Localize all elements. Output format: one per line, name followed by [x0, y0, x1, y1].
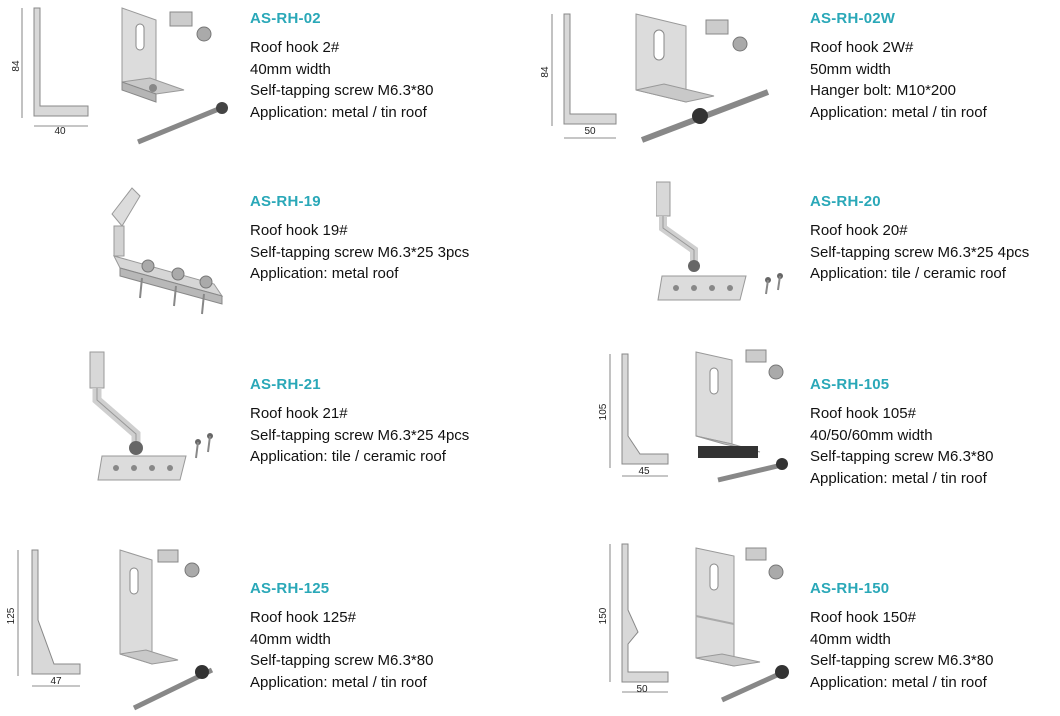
height-label: 84 [540, 66, 551, 78]
hook-photo [695, 349, 788, 483]
product-code: AS-RH-02 [250, 10, 321, 27]
product-line: Roof hook 2W# [810, 39, 914, 56]
product-info: AS-RH-19 Roof hook 19# Self-tapping scre… [250, 193, 469, 285]
product-line: Roof hook 20# [810, 222, 908, 239]
product-line: Application: metal / tin roof [250, 103, 427, 121]
height-label: 84 [11, 60, 22, 72]
hook-photo [695, 547, 790, 703]
product-code: AS-RH-150 [810, 580, 890, 597]
product-line: Roof hook 125# [250, 609, 356, 626]
product-info: AS-RH-125 Roof hook 125# 40mm width Self… [250, 580, 433, 693]
product-line: 40mm width [250, 60, 331, 78]
hook-photo [635, 13, 770, 143]
product-info: AS-RH-02 Roof hook 2# 40mm width Self-ta… [250, 10, 433, 123]
product-code: AS-RH-19 [250, 193, 321, 210]
hook-photo [89, 351, 213, 481]
product-line: Roof hook 21# [250, 405, 348, 422]
product-line: Self-tapping screw M6.3*80 [250, 652, 434, 669]
product-line: 40/50/60mm width [810, 426, 933, 444]
product-line: Roof hook 105# [810, 405, 916, 422]
product-line: Hanger bolt: M10*200 [810, 82, 956, 99]
profile-drawing: 105 45 [598, 353, 669, 477]
product-line: Application: tile / ceramic roof [810, 265, 1006, 282]
product-line: Self-tapping screw M6.3*25 4pcs [250, 426, 470, 444]
product-line: Application: metal / tin roof [810, 103, 987, 121]
product-code: AS-RH-21 [250, 376, 321, 393]
product-line: 40mm width [810, 630, 891, 648]
width-label: 50 [584, 126, 596, 137]
height-label: 125 [6, 607, 17, 624]
product-line: Self-tapping screw M6.3*80 [810, 652, 994, 669]
product-line: Roof hook 150# [810, 609, 916, 626]
height-label: 105 [598, 403, 609, 420]
hook-photo [656, 181, 783, 301]
profile-drawing: 125 47 [6, 549, 81, 687]
product-line: Self-tapping screw M6.3*80 [810, 448, 994, 465]
width-label: 45 [638, 466, 650, 477]
product-info: AS-RH-21 Roof hook 21# Self-tapping scre… [250, 376, 469, 468]
product-line: Application: metal / tin roof [250, 673, 427, 691]
height-label: 150 [598, 607, 609, 624]
product-code: AS-RH-02W [810, 10, 896, 27]
product-code: AS-RH-125 [250, 580, 330, 597]
product-line: 40mm width [250, 630, 331, 648]
product-info: AS-RH-02W Roof hook 2W# 50mm width Hange… [810, 10, 987, 123]
product-line: Roof hook 2# [250, 39, 340, 56]
hook-photo [119, 549, 214, 711]
product-line: Application: metal roof [250, 265, 399, 282]
profile-drawing: 84 50 [540, 13, 617, 139]
product-line: Roof hook 19# [250, 222, 348, 239]
width-label: 50 [636, 684, 648, 695]
profile-drawing: 84 40 [11, 7, 89, 136]
profile-drawing: 150 50 [598, 543, 669, 695]
product-code: AS-RH-20 [810, 193, 881, 210]
product-line: Self-tapping screw M6.3*80 [250, 82, 434, 99]
product-info: AS-RH-105 Roof hook 105# 40/50/60mm widt… [810, 376, 993, 489]
product-line: Application: tile / ceramic roof [250, 448, 446, 465]
hook-photo [121, 7, 228, 145]
product-info: AS-RH-20 Roof hook 20# Self-tapping scre… [810, 193, 1029, 285]
product-info: AS-RH-150 Roof hook 150# 40mm width Self… [810, 580, 993, 693]
product-line: Self-tapping screw M6.3*25 4pcs [810, 243, 1030, 261]
product-line: 50mm width [810, 60, 891, 78]
width-label: 47 [50, 676, 62, 687]
product-code: AS-RH-105 [810, 376, 890, 393]
hook-photo [111, 187, 224, 315]
product-line: Application: metal / tin roof [810, 469, 987, 487]
width-label: 40 [54, 126, 66, 136]
product-line: Self-tapping screw M6.3*25 3pcs [250, 243, 470, 261]
product-line: Application: metal / tin roof [810, 673, 987, 691]
